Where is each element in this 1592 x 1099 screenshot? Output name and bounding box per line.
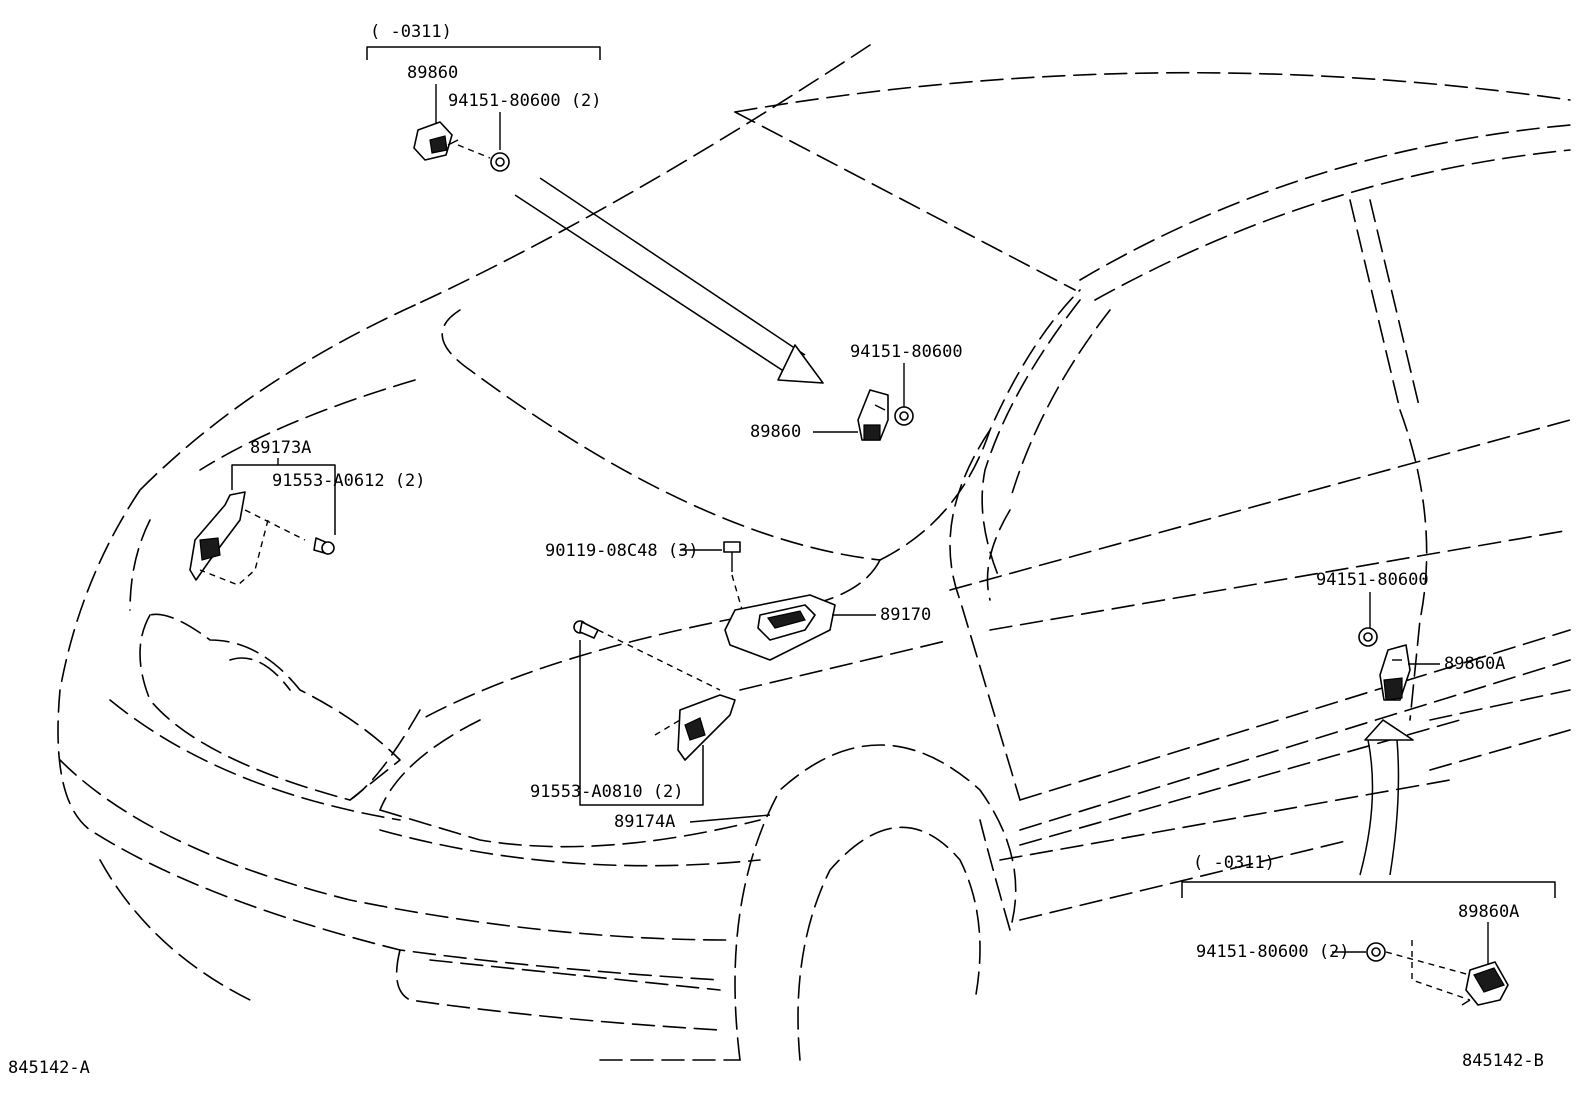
nut-94151-80600-icon bbox=[490, 152, 510, 172]
center-nut-label: 94151-80600 bbox=[850, 342, 963, 362]
top-range-bracket-line bbox=[366, 46, 601, 60]
top-inset-group: ( -0311) 89860 94151-80600 (2) bbox=[366, 22, 824, 384]
left-bracket-label: 89173A bbox=[250, 438, 311, 458]
ecu-bolt-label: 90119-08C48 (3) bbox=[545, 541, 699, 561]
car-body-outline bbox=[57, 44, 1571, 1061]
side-arrow-head bbox=[1364, 719, 1414, 741]
bolt-91553-a0810-icon bbox=[573, 620, 599, 639]
nut-center-icon bbox=[894, 406, 914, 426]
nut-side-icon bbox=[1358, 627, 1378, 647]
top-bracket-nut-label: 94151-80600 (2) bbox=[448, 91, 602, 111]
airbag-sensor-89860a-bottom-icon bbox=[1461, 961, 1509, 1006]
figure-id-left: 845142-A bbox=[8, 1058, 90, 1078]
left-bolt-label: 91553-A0612 (2) bbox=[272, 471, 426, 491]
reference-arrow-shaft bbox=[514, 177, 806, 373]
bolt-91553-a0612-icon bbox=[313, 537, 335, 555]
bottom-inset-group: ( -0311) 89860A 94151-80600 (2) bbox=[1181, 853, 1556, 1006]
bottom-range-bracket-line bbox=[1181, 881, 1556, 898]
bottom-bracket-sensor-label: 89860A bbox=[1458, 902, 1519, 922]
right-bracket-group: 91553-A0810 (2) 89174A bbox=[530, 620, 771, 832]
airbag-sensor-89860-center-icon bbox=[857, 389, 889, 441]
bolt-90119-08c48-icon bbox=[723, 541, 741, 572]
bracket-89173a-icon bbox=[189, 491, 246, 581]
left-bracket-group: 89173A 91553-A0612 (2) bbox=[189, 438, 426, 586]
bottom-bracket-range: ( -0311) bbox=[1193, 853, 1275, 873]
side-nut-label: 94151-80600 bbox=[1316, 570, 1429, 590]
airbag-sensor-89860-icon bbox=[413, 121, 459, 161]
bracket-89174a-icon bbox=[677, 694, 736, 761]
side-sensor-group: 94151-80600 89860A bbox=[1316, 570, 1505, 876]
center-sensor-label: 89860 bbox=[750, 422, 801, 442]
right-bracket-label: 89174A bbox=[614, 812, 675, 832]
reference-arrow-head bbox=[777, 344, 824, 384]
figure-id-right: 845142-B bbox=[1462, 1051, 1544, 1071]
center-sensor-group: 94151-80600 89860 bbox=[750, 342, 963, 442]
bottom-bracket-nut-label: 94151-80600 (2) bbox=[1196, 942, 1350, 962]
top-bracket-range: ( -0311) bbox=[370, 22, 452, 42]
right-bracket-bolt-label: 91553-A0810 (2) bbox=[530, 782, 684, 802]
ecu-group: 90119-08C48 (3) 89170 bbox=[545, 541, 931, 661]
ecu-89170-icon bbox=[724, 594, 836, 661]
nut-bottom-icon bbox=[1366, 942, 1386, 962]
ecu-label: 89170 bbox=[880, 605, 931, 625]
airbag-sensor-89860a-icon bbox=[1379, 644, 1411, 701]
top-bracket-sensor-label: 89860 bbox=[407, 63, 458, 83]
side-sensor-label: 89860A bbox=[1444, 654, 1505, 674]
